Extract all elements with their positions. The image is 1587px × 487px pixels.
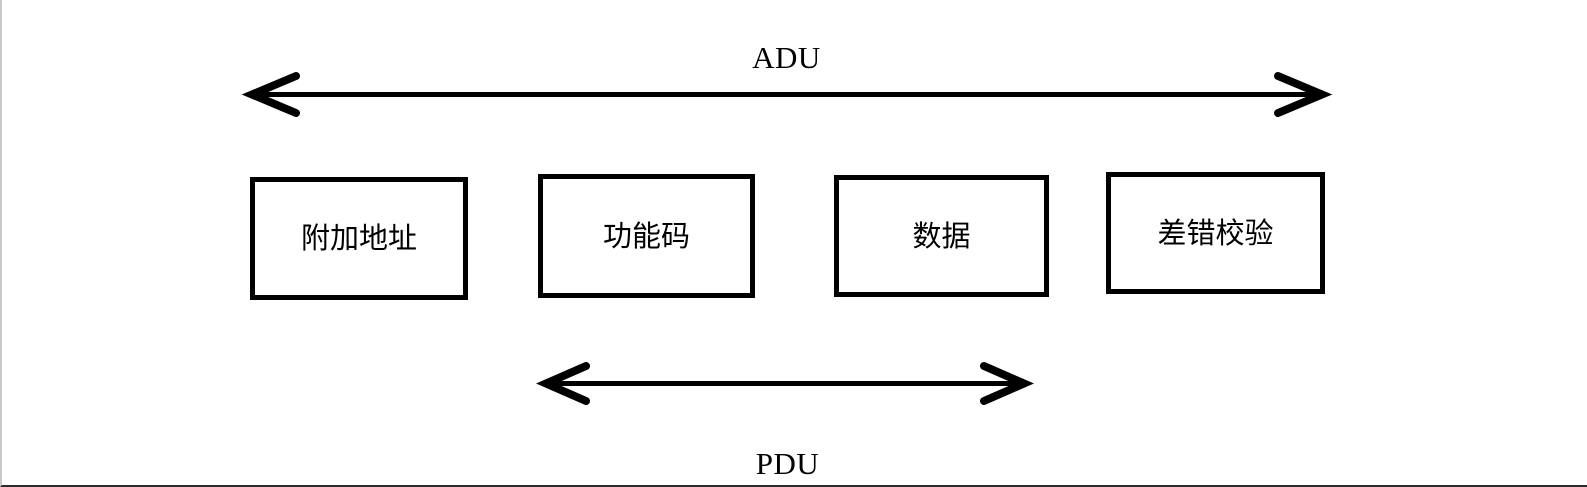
adu-arrow-head-right	[1274, 72, 1333, 117]
field-label-error-check: 差错校验	[1157, 217, 1274, 250]
pdu-span-label: PDU	[755, 446, 820, 481]
adu-span-arrow	[241, 72, 1333, 117]
field-box-additional-address: 附加地址	[250, 177, 468, 300]
pdu-arrow-head-right	[980, 362, 1034, 405]
pdu-span-arrow	[536, 362, 1034, 405]
field-box-error-check: 差错校验	[1106, 172, 1325, 294]
field-label-function-code: 功能码	[602, 220, 690, 253]
pdu-arrow-head-left	[536, 362, 590, 405]
field-label-data: 数据	[912, 220, 971, 253]
adu-span-label: ADU	[752, 40, 821, 75]
field-label-additional-address: 附加地址	[300, 223, 417, 255]
adu-arrow-head-left	[241, 72, 300, 117]
field-box-data: 数据	[834, 175, 1049, 297]
field-box-function-code: 功能码	[538, 174, 755, 298]
